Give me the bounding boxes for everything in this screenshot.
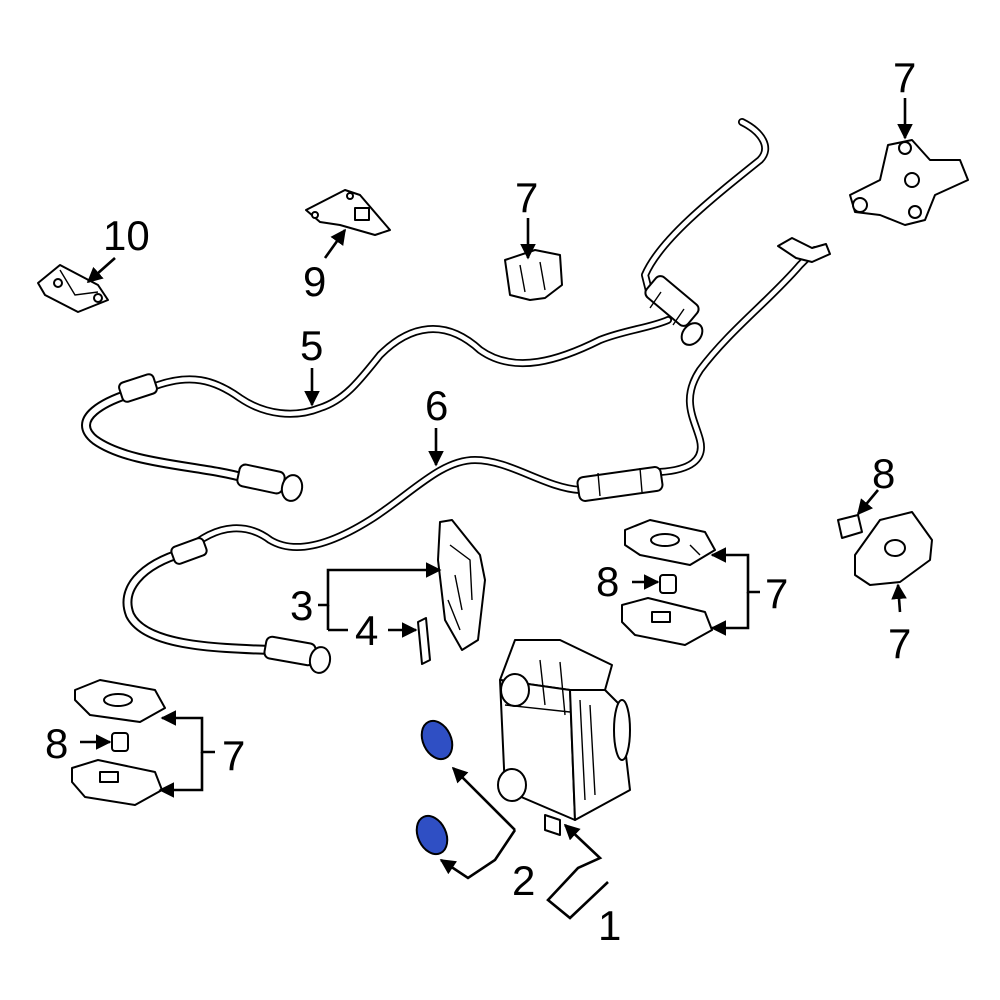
callout-2: 2 [512,857,535,904]
callout-7-left-group: 7 [222,732,245,779]
bracket-9 [305,189,391,236]
mount-group-right [621,519,716,646]
callout-7-clip-top: 7 [515,174,538,221]
mount-group-left [71,679,166,806]
callout-8-right-bracket: 8 [872,450,895,497]
clip-7-top [504,249,563,301]
oil-line-5 [81,118,770,502]
seal-upper [420,719,454,761]
callout-9: 9 [303,258,326,305]
callout-6: 6 [425,382,448,429]
callout-3: 3 [290,582,313,629]
oil-cooler [497,639,631,836]
mount-7-top-right [849,139,969,226]
oil-line-6 [122,237,831,674]
callout-8-left-group: 8 [45,720,68,767]
callout-7-right-bracket: 7 [888,620,911,667]
leader-lines [80,98,913,920]
clip-4 [417,617,431,665]
callout-7-top-right: 7 [893,54,916,101]
callout-4: 4 [355,607,378,654]
callout-5: 5 [300,322,323,369]
bracket-10 [37,264,109,313]
callout-8-right-group: 8 [596,558,619,605]
seal-lower [415,814,449,856]
mount-7-right [837,511,933,586]
callout-7-right-group: 7 [765,570,788,617]
callout-10: 10 [103,212,150,259]
bracket-3 [437,519,486,651]
callout-1: 1 [598,902,621,949]
